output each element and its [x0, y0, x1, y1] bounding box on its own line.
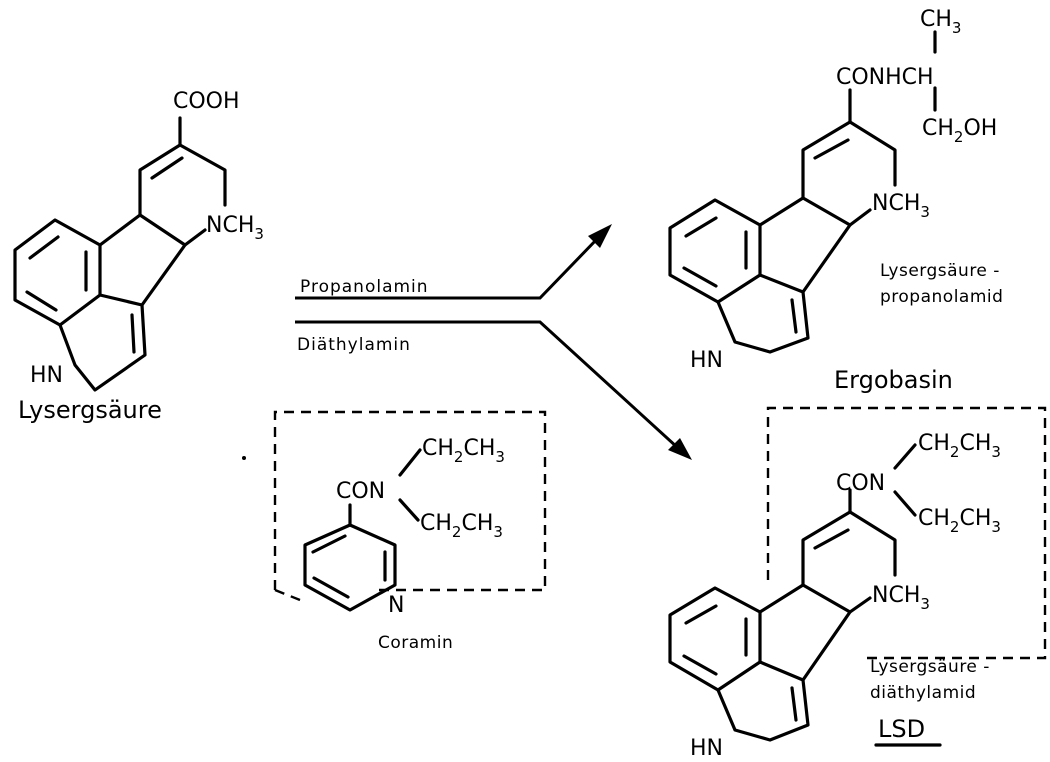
lsd-hn-label: HN [690, 736, 723, 761]
ergobasin-ch2oh-label: CH2OH [922, 116, 997, 146]
coramin-n-label: N [388, 593, 404, 618]
lsd-label-line1: Lysergsäure - [870, 657, 990, 677]
lsd-name: LSD [878, 715, 925, 743]
ergobasin-conhch-label: CONHCH [836, 65, 934, 90]
stray-dot [242, 456, 246, 460]
lsd-ethyl-2: CH2CH3 [918, 506, 1001, 536]
reagent-diathylamin: Diäthylamin [297, 335, 411, 355]
lsd-ethyl-1: CH2CH3 [918, 431, 1001, 461]
coramin-structure [303, 448, 422, 612]
coramin-name: Coramin [378, 633, 453, 653]
ergobasin-label-line2: propanolamid [880, 287, 1003, 307]
ergobasin-structure [668, 30, 937, 354]
ergobasin-ch3-label: CH3 [920, 7, 961, 37]
arrow-to-ergobasin [295, 236, 600, 300]
lsd-frame [766, 406, 1047, 660]
lysergic-acid-structure [13, 116, 227, 392]
lysergic-nch3-label: NCH3 [206, 213, 264, 243]
arrowhead-ergobasin [588, 224, 612, 248]
ergobasin-name: Ergobasin [834, 366, 953, 394]
ergobasin-nch3-label: NCH3 [872, 191, 930, 221]
coramin-ethyl-2: CH2CH3 [420, 511, 503, 541]
lsd-nch3-label: NCH3 [872, 583, 930, 613]
coramin-con-label: CON [336, 479, 385, 504]
lsd-structure [668, 443, 917, 742]
lysergic-cooh-label: COOH [173, 89, 240, 114]
coramin-frame [273, 410, 547, 602]
reagent-propanolamin: Propanolamin [300, 277, 429, 297]
lsd-label-line2: diäthylamid [870, 683, 976, 703]
ergobasin-hn-label: HN [690, 348, 723, 373]
lsd-con-label: CON [836, 471, 885, 496]
coramin-ethyl-1: CH2CH3 [422, 436, 505, 466]
arrow-to-lsd [295, 320, 680, 450]
arrowhead-lsd [668, 438, 692, 460]
ergobasin-label-line1: Lysergsäure - [880, 261, 1000, 281]
lysergic-hn-label: HN [30, 363, 63, 388]
lysergic-acid-name: Lysergsäure [18, 396, 162, 424]
